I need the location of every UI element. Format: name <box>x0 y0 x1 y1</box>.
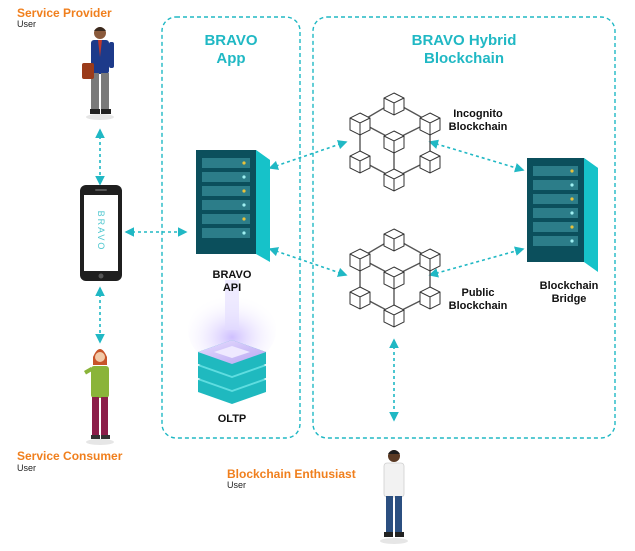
public-blockchain-label-line1: Public <box>461 287 495 299</box>
service-consumer-label: Service Consumer <box>17 449 123 463</box>
connector-public-bridge <box>428 246 525 278</box>
bravo-api-label-line2: API <box>222 282 242 294</box>
blockchain-enthusiast-label: Blockchain Enthusiast <box>227 467 356 481</box>
cube <box>349 112 371 136</box>
blockchain-enthusiast-figure <box>380 450 408 544</box>
cube <box>419 248 441 272</box>
mobile-phone <box>80 185 122 281</box>
hybrid-blockchain-title: BRAVO Hybrid Blockchain <box>313 32 615 68</box>
cube <box>419 150 441 174</box>
bravo-app-title-line1: BRAVO <box>204 32 258 49</box>
hybrid-blockchain-title-line2: Blockchain <box>423 50 505 67</box>
connector-api-public <box>268 247 348 277</box>
incognito-blockchain-network <box>349 92 441 192</box>
cube <box>383 266 405 290</box>
public-blockchain-network <box>349 228 441 328</box>
cube <box>383 228 405 252</box>
connector-incognito-bridge <box>428 139 525 173</box>
blockchain-bridge-server <box>527 158 598 272</box>
public-blockchain-label-line2: Blockchain <box>448 300 508 312</box>
bravo-app-title: BRAVO App <box>162 32 300 68</box>
cube <box>383 168 405 192</box>
bravo-app-title-line2: App <box>216 50 246 67</box>
cube <box>349 248 371 272</box>
blockchain-bridge-label-line2: Bridge <box>551 293 587 305</box>
bravo-api-label: BRAVO API <box>190 269 274 295</box>
hybrid-blockchain-group <box>312 16 616 439</box>
cube <box>383 304 405 328</box>
incognito-blockchain-label-line2: Blockchain <box>448 121 508 133</box>
bravo-api-label-line1: BRAVO <box>212 269 252 281</box>
service-consumer-figure <box>84 349 114 445</box>
service-provider-label: Service Provider <box>17 6 112 20</box>
cube <box>419 112 441 136</box>
cube <box>383 130 405 154</box>
oltp-database <box>188 280 276 404</box>
incognito-blockchain-label-line1: Incognito <box>453 108 503 120</box>
cube <box>419 286 441 310</box>
oltp-label: OLTP <box>217 413 247 425</box>
service-provider-figure <box>82 27 114 120</box>
blockchain-enthusiast-type: User <box>227 480 247 490</box>
phone-brand-label: BRAVO <box>96 210 106 252</box>
service-consumer-type: User <box>17 463 37 473</box>
service-provider-type: User <box>17 19 37 29</box>
public-blockchain-label: Public Blockchain <box>440 287 516 313</box>
blockchain-bridge-label: Blockchain Bridge <box>527 280 611 306</box>
blockchain-bridge-label-line1: Blockchain <box>539 280 599 292</box>
connector-api-incognito <box>268 140 348 170</box>
cube <box>349 286 371 310</box>
connectors <box>95 128 525 422</box>
bravo-api-server <box>196 150 270 262</box>
cube <box>383 92 405 116</box>
incognito-blockchain-label: Incognito Blockchain <box>440 108 516 134</box>
hybrid-blockchain-title-line1: BRAVO Hybrid <box>411 32 517 49</box>
cube <box>349 150 371 174</box>
